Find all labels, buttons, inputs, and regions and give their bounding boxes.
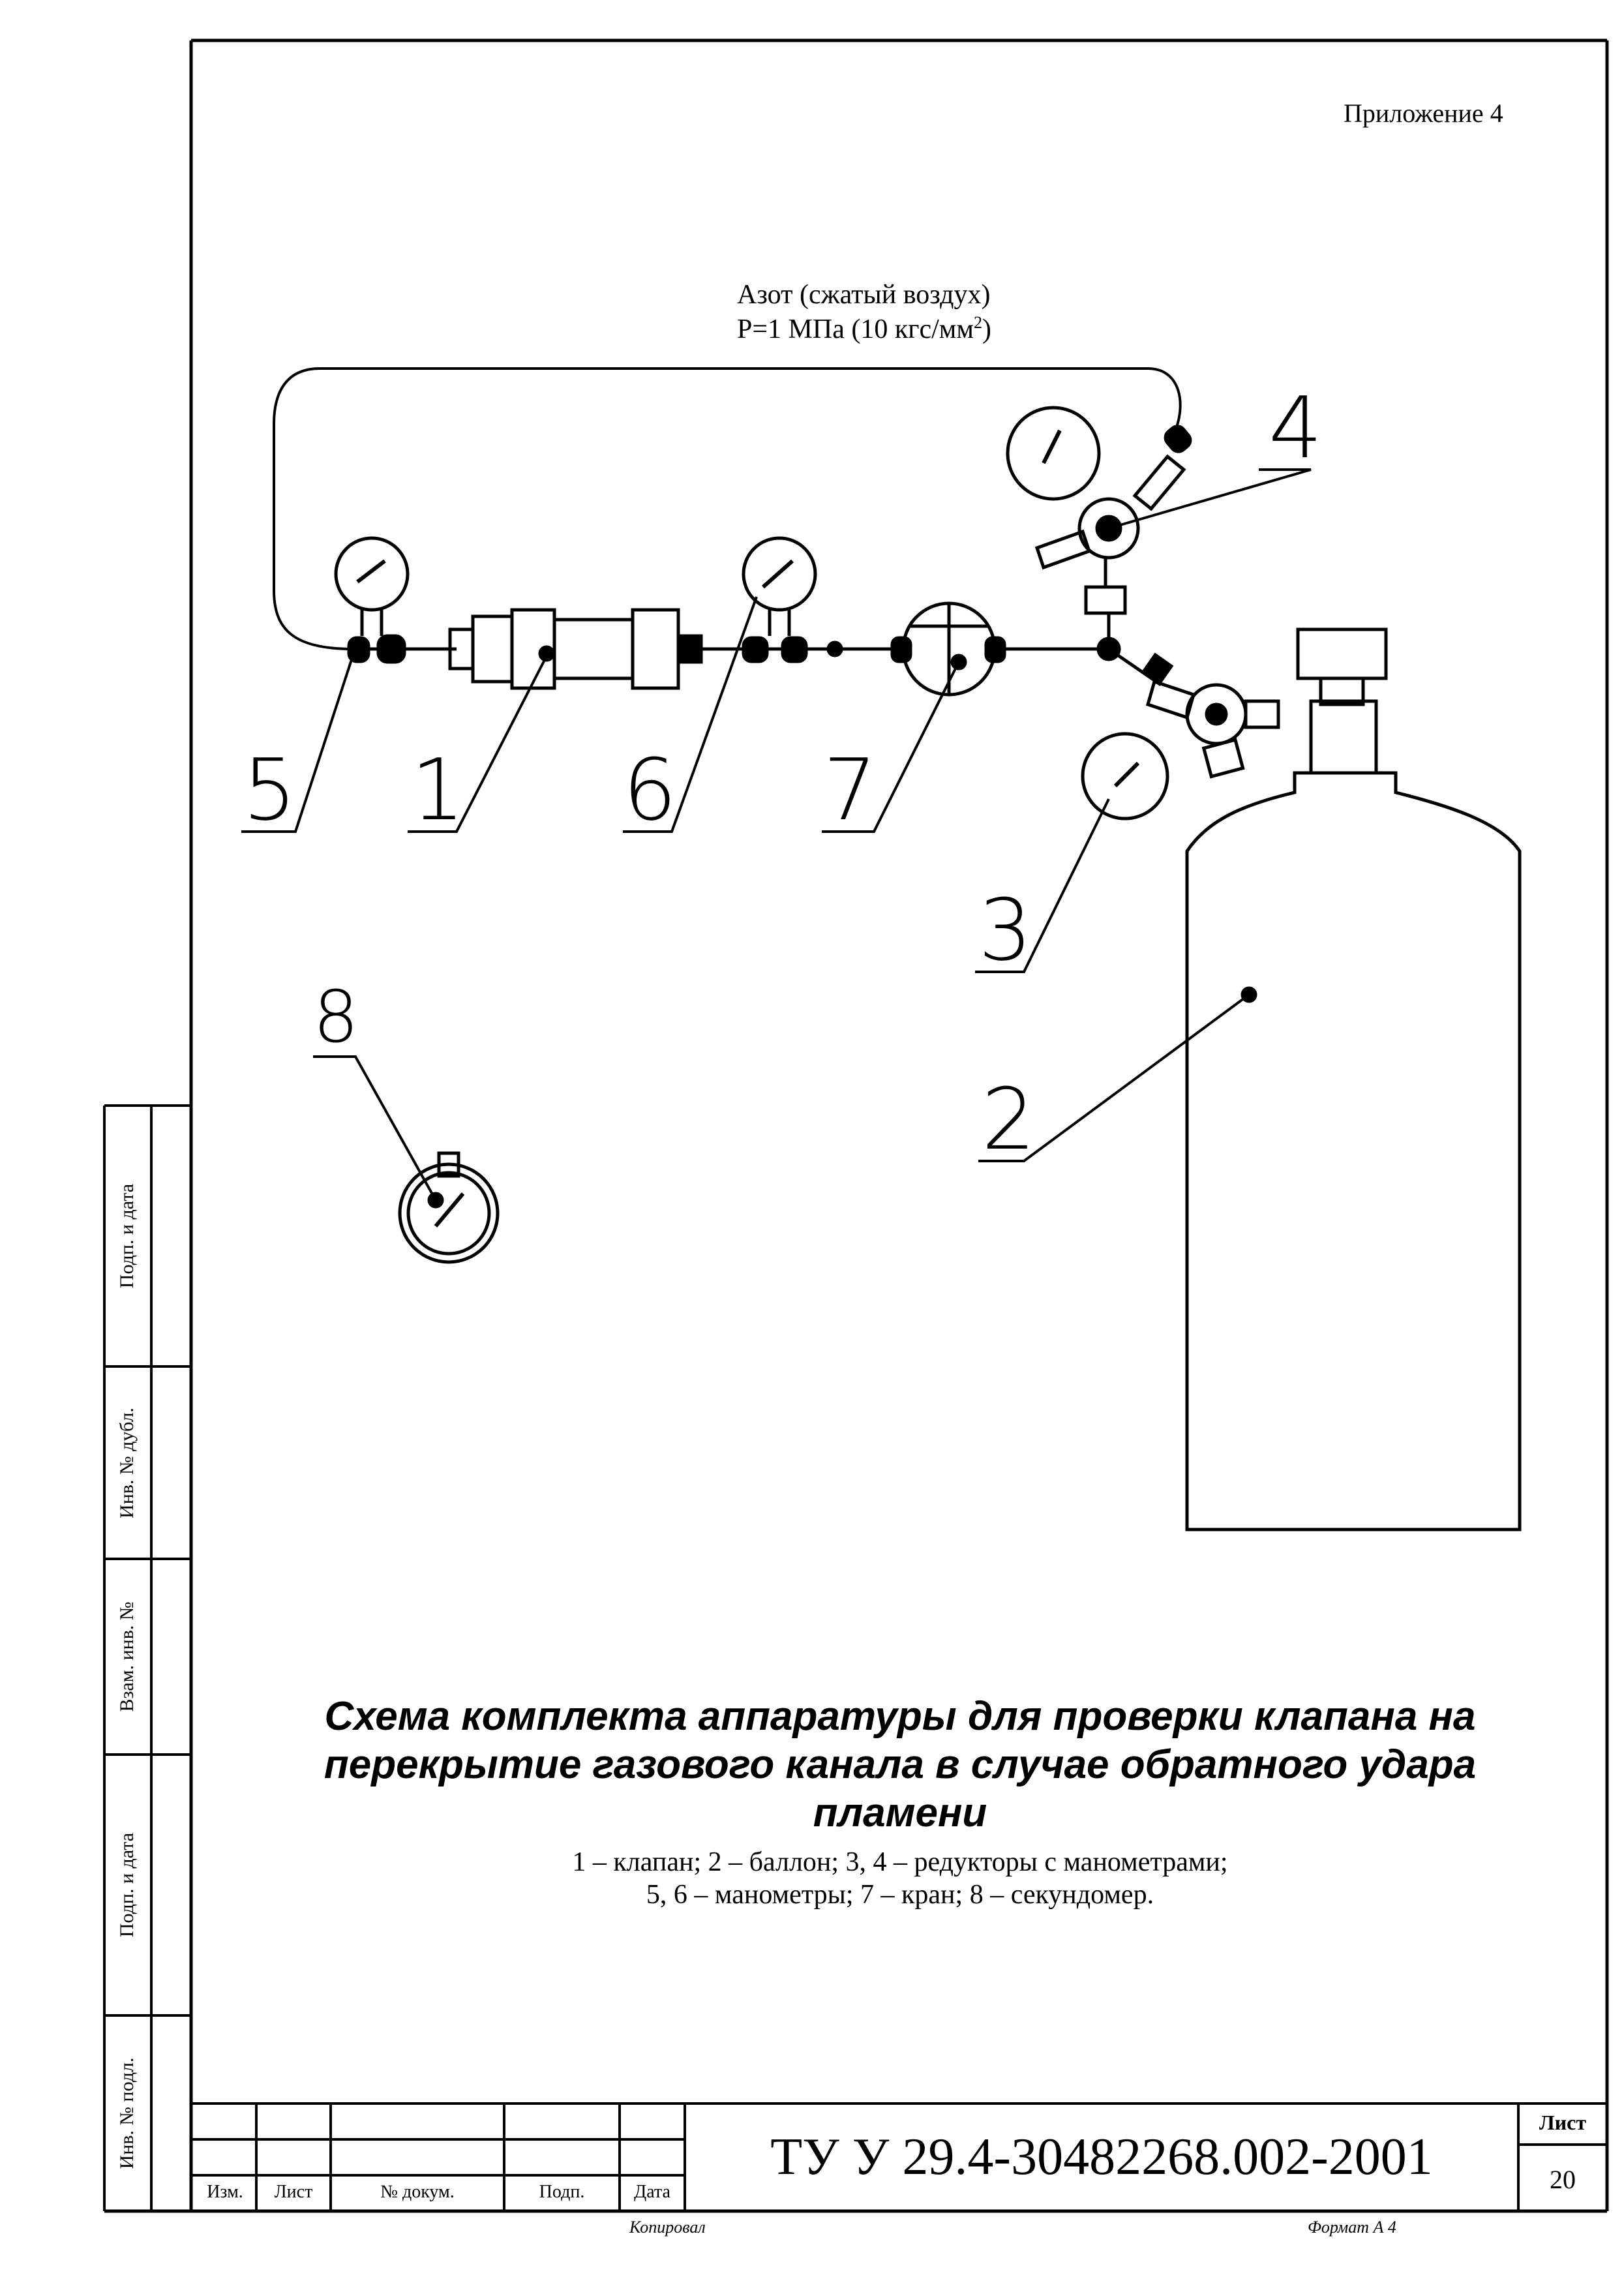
footer-format: Формат А 4 [1308,2218,1396,2237]
side-stamp-vzam-inv: Взам. инв. № [116,1601,138,1712]
callout-6: 6 [623,740,677,839]
caption-legend-line1: 1 – клапан; 2 – баллон; 3, 4 – редукторы… [572,1847,1228,1877]
tb-header-podp: Подп. [539,2182,585,2202]
side-stamp-inv-dubl: Инв. № дубл. [116,1408,138,1518]
side-stamp-podp-data-bottom: Подп. и дата [116,1832,138,1938]
tb-header-data: Дата [634,2182,670,2202]
supply-pressure-close: ) [982,314,991,344]
supply-pressure-exponent: 2 [973,313,982,332]
callout-8: 8 [313,975,359,1059]
sheet-label: Лист [1539,2111,1587,2134]
caption-legend: 1 – клапан; 2 – баллон; 3, 4 – редукторы… [215,1846,1585,1911]
stopwatch-8 [398,1151,500,1264]
callout-7: 7 [823,740,877,839]
callout-1: 1 [411,740,465,839]
caption-title-line3: пламени [813,1790,987,1835]
caption-legend-line2: 5, 6 – манометры; 7 – кран; 8 – секундом… [646,1880,1154,1910]
callout-4: 4 [1269,378,1323,477]
side-stamp-inv-podl: Инв. № подл. [116,2057,138,2169]
caption-title-line2: перекрытие газового канала в случае обра… [323,1742,1477,1787]
sheet-frame [104,38,1609,2213]
caption-title-line1: Схема комплекта аппаратуры для проверки … [324,1694,1476,1739]
leader-lines [241,468,1312,1201]
reducer-4 [1006,406,1192,661]
supply-pressure: Р=1 МПа (10 кгс/мм [737,314,974,344]
footer-copied: Копировал [629,2218,706,2237]
tap-7 [890,601,1006,697]
side-stamp-grid [103,1104,191,2211]
gauge-6 [742,536,843,663]
cylinder-2 [1185,627,1522,1531]
side-stamp-podp-data-top: Подп. и дата [116,1183,138,1289]
document-number: ТУ У 29.4-30482268.002-2001 [770,2128,1433,2186]
supply-label-line2: Р=1 МПа (10 кгс/мм2) [737,313,991,345]
supply-loop-line [273,367,1182,650]
title-block-grid [191,2102,1607,2211]
callout-5: 5 [243,740,297,839]
tb-header-doc: № докум. [380,2182,455,2202]
appendix-label: Приложение 4 [1344,98,1503,128]
supply-label-line1: Азот (сжатый воздух) [737,280,991,310]
valve-1 [448,608,703,690]
sheet-number: 20 [1550,2165,1576,2194]
reducer-3 [1081,647,1280,821]
tb-header-list: Лист [274,2182,313,2202]
tb-header-izm: Изм. [207,2182,243,2202]
caption-title: Схема комплекта аппаратуры для проверки … [215,1693,1585,1837]
callout-3: 3 [978,881,1032,980]
gauge-5 [334,536,410,664]
callout-2: 2 [982,1070,1036,1169]
